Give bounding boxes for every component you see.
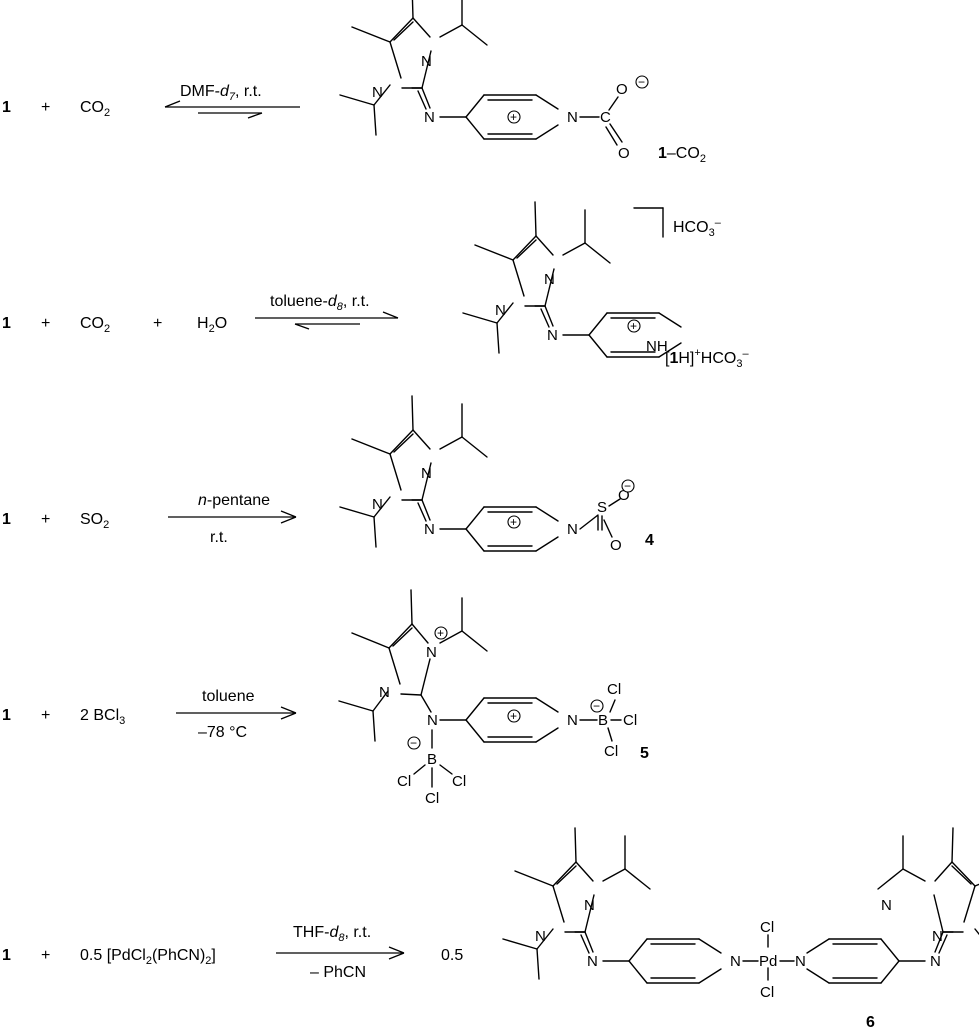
product-label-4: 4 xyxy=(645,532,654,549)
svg-text:N: N xyxy=(424,109,435,126)
reaction-4: 1 + 2 BCl3 toluene –78 °C N N xyxy=(2,589,649,807)
svg-text:−: − xyxy=(624,479,631,493)
svg-text:O: O xyxy=(618,487,630,504)
svg-text:−: − xyxy=(638,75,645,89)
svg-text:N: N xyxy=(372,496,383,513)
svg-text:C: C xyxy=(600,109,611,126)
svg-text:N: N xyxy=(421,53,432,70)
svg-text:N: N xyxy=(567,109,578,126)
plus-sign: + xyxy=(41,99,50,116)
svg-text:O: O xyxy=(616,81,628,98)
svg-text:Cl: Cl xyxy=(397,773,411,790)
reactant-h2o: H2O xyxy=(197,315,227,335)
plus-sign: + xyxy=(41,947,50,964)
svg-text:Cl: Cl xyxy=(623,712,637,729)
svg-text:B: B xyxy=(427,751,437,768)
product-label-5: 5 xyxy=(640,745,649,762)
conditions-above: toluene-d8, r.t. xyxy=(270,293,370,313)
reactant-so2: SO2 xyxy=(80,511,109,531)
equilibrium-arrow xyxy=(255,311,399,330)
svg-text:S: S xyxy=(597,499,607,516)
reactant-1: 1 xyxy=(2,99,11,116)
svg-text:O: O xyxy=(610,537,622,554)
product-label-1-co2: 1–CO2 xyxy=(658,145,706,165)
bracket xyxy=(633,207,664,238)
coefficient: 0.5 xyxy=(441,947,463,964)
svg-text:N: N xyxy=(379,684,390,701)
svg-text:−: − xyxy=(593,699,600,713)
reactant-bcl3: 2 BCl3 xyxy=(80,707,125,727)
reactant-1: 1 xyxy=(2,707,11,724)
conditions-above: DMF-d7, r.t. xyxy=(180,83,262,103)
svg-text:N: N xyxy=(584,897,595,914)
reactant-1: 1 xyxy=(2,947,11,964)
reactant-1: 1 xyxy=(2,511,11,528)
svg-text:N: N xyxy=(424,521,435,538)
product-1-co2-structure: N N N N + C O − O xyxy=(339,0,649,162)
svg-text:N: N xyxy=(881,897,892,914)
counter-ion: HCO3– xyxy=(673,217,722,239)
plus-sign: + xyxy=(41,707,50,724)
svg-text:N: N xyxy=(587,953,598,970)
reactant-1: 1 xyxy=(2,315,11,332)
reactant-co2: CO2 xyxy=(80,99,110,119)
svg-text:N: N xyxy=(495,302,506,319)
svg-text:N: N xyxy=(930,953,941,970)
svg-text:−: − xyxy=(410,736,417,750)
svg-text:N: N xyxy=(544,271,555,288)
reactant-pdcl2: 0.5 [PdCl2(PhCN)2] xyxy=(80,947,216,967)
svg-text:N: N xyxy=(426,644,437,661)
product-label-1h: [1H]+HCO3– xyxy=(665,347,749,370)
svg-text:Cl: Cl xyxy=(425,790,439,807)
product-label-6: 6 xyxy=(866,1014,875,1031)
conditions-above: n-pentane xyxy=(198,492,270,509)
plus-sign: + xyxy=(41,511,50,528)
forward-arrow xyxy=(276,946,405,960)
svg-text:Cl: Cl xyxy=(604,743,618,760)
svg-text:Cl: Cl xyxy=(607,681,621,698)
plus-sign: + xyxy=(41,315,50,332)
svg-text:N: N xyxy=(730,953,741,970)
reaction-3: 1 + SO2 n-pentane r.t. N N N N + S O − O xyxy=(2,395,654,554)
svg-text:+: + xyxy=(437,626,444,640)
forward-arrow xyxy=(168,510,297,524)
svg-text:B: B xyxy=(598,712,608,729)
svg-text:N: N xyxy=(547,327,558,344)
svg-text:N: N xyxy=(932,928,943,945)
product-4-structure: N N N N + S O − O xyxy=(339,395,635,554)
product-1h-structure: N N N NH + xyxy=(462,201,682,358)
svg-text:N: N xyxy=(421,465,432,482)
svg-text:O: O xyxy=(618,145,630,162)
svg-text:Cl: Cl xyxy=(760,984,774,1001)
conditions-below: – PhCN xyxy=(310,964,366,981)
reaction-5: 1 + 0.5 [PdCl2(PhCN)2] THF-d8, r.t. – Ph… xyxy=(2,827,979,1031)
plus-sign: + xyxy=(153,315,162,332)
product-5-structure: N N + N N + B − Cl Cl Cl B − Cl Cl xyxy=(338,589,637,807)
conditions-below: r.t. xyxy=(210,529,228,546)
forward-arrow xyxy=(176,706,297,720)
reactant-co2: CO2 xyxy=(80,315,110,335)
svg-text:+: + xyxy=(510,110,517,124)
svg-text:Pd: Pd xyxy=(759,953,777,970)
svg-text:NH: NH xyxy=(646,338,668,355)
svg-text:+: + xyxy=(510,709,517,723)
svg-text:N: N xyxy=(427,712,438,729)
svg-text:Cl: Cl xyxy=(760,919,774,936)
svg-text:N: N xyxy=(372,84,383,101)
conditions-above: toluene xyxy=(202,688,255,705)
svg-text:+: + xyxy=(510,515,517,529)
equilibrium-arrow xyxy=(164,100,300,119)
reaction-2: 1 + CO2 + H2O toluene-d8, r.t. N N N NH … xyxy=(2,201,749,370)
svg-text:N: N xyxy=(535,928,546,945)
svg-text:N: N xyxy=(567,712,578,729)
svg-text:Cl: Cl xyxy=(452,773,466,790)
svg-text:+: + xyxy=(630,319,637,333)
conditions-below: –78 °C xyxy=(198,724,247,741)
svg-text:N: N xyxy=(795,953,806,970)
product-6-structure: N N N N Pd Cl Cl N N N N xyxy=(502,827,979,1001)
svg-text:N: N xyxy=(567,521,578,538)
reaction-1: 1 + CO2 DMF-d7, r.t. N N N N + C O − O 1 xyxy=(2,0,706,165)
conditions-above: THF-d8, r.t. xyxy=(293,924,371,944)
